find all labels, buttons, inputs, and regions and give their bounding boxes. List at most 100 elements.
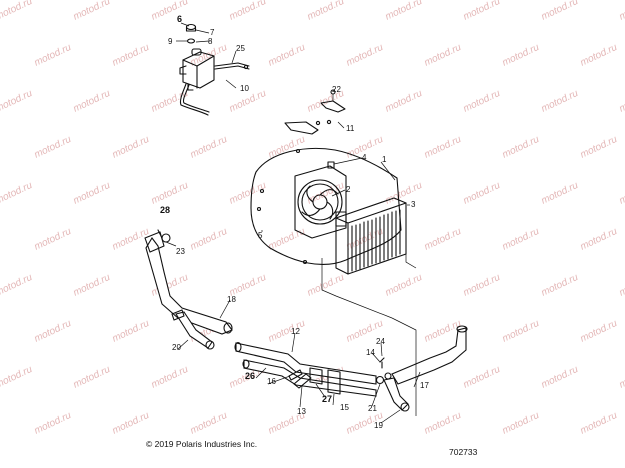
bypass-hose — [171, 309, 215, 350]
watermark-text: motod.ru — [579, 318, 620, 345]
callout-26: 26 — [245, 371, 255, 381]
watermark-text: motod.ru — [345, 226, 386, 253]
watermark-text: motod.ru — [228, 180, 269, 207]
callout-9: 9 — [168, 37, 173, 46]
watermark-text: motod.ru — [618, 88, 625, 115]
watermark-text: motod.ru — [111, 134, 152, 161]
watermark-text: motod.ru — [150, 88, 191, 115]
diagram-number: 702733 — [449, 447, 478, 457]
pipe-bracket-15 — [327, 369, 341, 395]
callout-25: 25 — [236, 44, 245, 53]
callout-19: 19 — [374, 421, 383, 430]
watermark-text: motod.ru — [0, 364, 34, 391]
fan-shroud — [250, 147, 402, 266]
watermark-text: motod.ru — [33, 318, 74, 345]
watermark-text: motod.ru — [501, 42, 542, 69]
watermark-text: motod.ru — [462, 364, 503, 391]
callout-15: 15 — [340, 403, 349, 412]
watermark-text: motod.ru — [0, 88, 34, 115]
watermark-text: motod.ru — [72, 180, 113, 207]
callout-27: 27 — [322, 394, 332, 404]
watermark-text: motod.ru — [579, 410, 620, 437]
callout-8: 8 — [208, 37, 213, 46]
watermark-text: motod.ru — [345, 42, 386, 69]
watermark-text: motod.ru — [462, 180, 503, 207]
watermark-text: motod.ru — [267, 226, 308, 253]
watermark-text: motod.ru — [72, 364, 113, 391]
watermark-text: motod.ru — [462, 88, 503, 115]
callout-23: 23 — [176, 247, 185, 256]
callout-21: 21 — [368, 404, 377, 413]
watermark-text: motod.ru — [111, 410, 152, 437]
lower-radiator-hose — [383, 325, 468, 412]
callout-20: 20 — [172, 343, 181, 352]
watermark-text: motod.ru — [0, 272, 34, 299]
watermark-text: motod.ru — [384, 88, 425, 115]
watermark-text: motod.ru — [579, 42, 620, 69]
watermark-text: motod.ru — [189, 410, 230, 437]
pipe-clip-13 — [293, 373, 312, 389]
watermark-text: motod.ru — [150, 180, 191, 207]
callout-4: 4 — [362, 153, 367, 162]
callout-24: 24 — [376, 337, 385, 346]
watermark-text: motod.ru — [540, 0, 581, 23]
watermark-text: motod.ru — [189, 134, 230, 161]
watermark-text: motod.ru — [33, 410, 74, 437]
callout-1: 1 — [382, 155, 387, 164]
watermark-text: motod.ru — [501, 226, 542, 253]
callout-11: 11 — [346, 124, 355, 133]
watermark-text: motod.ru — [423, 134, 464, 161]
callout-10: 10 — [240, 84, 249, 93]
callout-2: 2 — [346, 185, 351, 194]
callout-3: 3 — [411, 200, 416, 209]
watermark-text: motod.ru — [189, 226, 230, 253]
watermark-text: motod.ru — [540, 180, 581, 207]
reference-lines — [321, 248, 417, 416]
watermark-text: motod.ru — [228, 0, 269, 23]
radiator-core — [335, 197, 407, 275]
watermark-text: motod.ru — [501, 410, 542, 437]
copyright-notice: © 2019 Polaris Industries Inc. — [146, 439, 257, 449]
watermark-text: motod.ru — [501, 318, 542, 345]
watermark-text: motod.ru — [72, 272, 113, 299]
watermark-text: motod.ru — [618, 364, 625, 391]
watermark-text: motod.ru — [267, 42, 308, 69]
watermark-text: motod.ru — [423, 226, 464, 253]
watermark-text: motod.ru — [462, 0, 503, 23]
callout-17: 17 — [420, 381, 429, 390]
watermark-text: motod.ru — [579, 226, 620, 253]
pipe-clip-16 — [288, 369, 303, 381]
watermark-text: motod.ru — [384, 0, 425, 23]
callout-12: 12 — [291, 327, 300, 336]
callout-14: 14 — [366, 348, 375, 357]
watermark-text: motod.ru — [579, 134, 620, 161]
callout-7: 7 — [210, 28, 215, 37]
leader-lines — [165, 22, 421, 424]
callout-28: 28 — [160, 205, 170, 215]
watermark-text: motod.ru — [0, 180, 34, 207]
watermark-text: motod.ru — [111, 318, 152, 345]
bracket-lower — [284, 119, 332, 135]
watermark-text: motod.ru — [540, 272, 581, 299]
watermark-text: motod.ru — [33, 226, 74, 253]
callout-6: 6 — [177, 14, 182, 24]
watermark-text: motod.ru — [33, 42, 74, 69]
watermark-text: motod.ru — [501, 134, 542, 161]
callout-labels: 6 7 9 8 25 10 22 11 1 4 2 3 5 28 23 18 2… — [160, 14, 429, 430]
watermark-text: motod.ru — [423, 42, 464, 69]
hose-clamp-21 — [375, 372, 392, 385]
watermark-text: motod.ru — [540, 364, 581, 391]
upper-radiator-hose — [144, 231, 233, 335]
watermark-text: motod.ru — [72, 88, 113, 115]
watermark-text: motod.ru — [0, 0, 34, 23]
callout-13: 13 — [297, 407, 306, 416]
callout-22: 22 — [332, 85, 341, 94]
watermark-text: motod.ru — [618, 0, 625, 23]
watermark-text: motod.ru — [540, 88, 581, 115]
reservoir-cap — [185, 23, 197, 44]
reservoir-strap — [214, 62, 250, 70]
watermark-text: motod.ru — [618, 180, 625, 207]
callout-16: 16 — [267, 377, 276, 386]
